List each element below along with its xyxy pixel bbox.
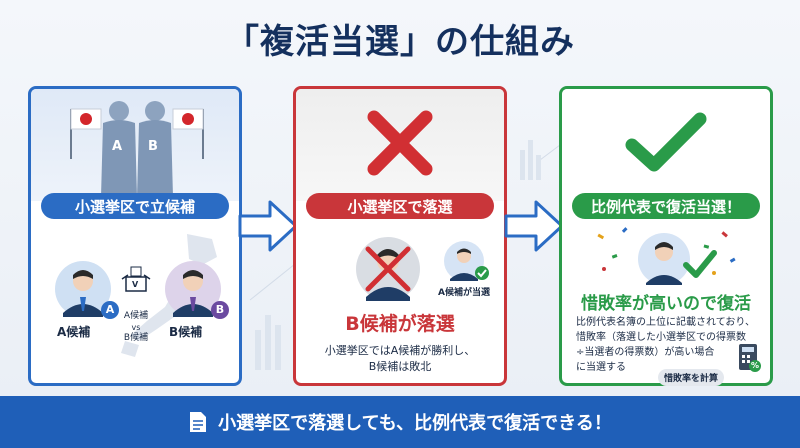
candidate-a-badge: A <box>101 301 119 319</box>
document-icon <box>190 412 207 432</box>
defeat-desc-line2: B候補は敗北 <box>368 360 432 373</box>
check-badge-icon <box>475 266 489 280</box>
defeat-desc-line1: 小選挙区ではA候補が勝利し、 <box>324 344 476 357</box>
check-icon <box>625 112 707 172</box>
candidate-b-badge: B <box>211 301 229 319</box>
check-icon <box>683 250 717 278</box>
panel-defeat-banner: 小選挙区で落選 <box>306 193 494 219</box>
revival-desc-line1: 比例代表名簿の上位に記載されており、 <box>576 317 755 328</box>
calculator-icon <box>739 344 761 372</box>
person-a-letter: A <box>112 139 123 154</box>
person-b-silhouette <box>137 101 173 197</box>
ballot-box-icon <box>121 266 151 292</box>
japan-flag-icon <box>70 108 102 159</box>
panel-candidacy: A B 小選挙区で立候補 A B V A候補 vs B候補 A候補 B候補 <box>28 86 242 386</box>
winner-avatar-icon <box>444 241 484 281</box>
arrow-right-icon <box>238 200 298 252</box>
defeat-result: B候補が落選 <box>345 313 455 335</box>
candidate-b-label: B候補 <box>169 325 203 339</box>
person-a-silhouette <box>101 101 137 197</box>
revival-description: 比例代表名簿の上位に記載されており、 惜敗率（落選した小選挙区での得票数 ÷当選… <box>576 315 762 375</box>
footer-text: 小選挙区で落選しても、比例代表で復活できる！ <box>218 413 612 434</box>
panel-candidacy-banner: 小選挙区で立候補 <box>41 193 229 219</box>
revival-desc-line3: ÷当選者の得票数）が高い場合 <box>576 347 715 358</box>
panel-revival-banner: 比例代表で復活当選！ <box>572 193 760 219</box>
revival-desc-line2: 惜敗率（落選した小選挙区での得票数 <box>576 332 746 343</box>
revival-result: 惜敗率が高いので復活 <box>581 294 751 314</box>
vs-mid: vs <box>131 323 141 332</box>
arrow-right-icon <box>504 200 564 252</box>
vs-top: A候補 <box>123 311 149 321</box>
cross-icon <box>367 110 433 176</box>
japan-flag-icon <box>172 108 204 159</box>
revived-avatar-icon <box>638 233 690 285</box>
confetti-icon <box>597 227 736 275</box>
winner-tag: A候補が当選 <box>438 288 490 298</box>
candidates-illustration <box>70 101 204 197</box>
candidate-avatar-icon <box>165 261 221 317</box>
vs-label: A候補 vs B候補 <box>115 311 157 344</box>
ballot-check-mark: V <box>132 280 139 289</box>
candidate-avatar-icon <box>55 261 111 317</box>
panel-defeat: 小選挙区で落選 A候補が当選 B候補が落選 小選挙区ではA候補が勝利し、 B候補… <box>293 86 507 386</box>
vs-bottom: B候補 <box>123 333 149 343</box>
calc-percent: % <box>751 361 760 370</box>
person-b-letter: B <box>148 139 158 154</box>
panel-revival: 比例代表で復活当選！ 惜敗率が高いので復活 比例代表名簿の上位に記載されており、… <box>559 86 773 386</box>
crossed-avatar-icon <box>356 237 420 301</box>
candidate-a-label: A候補 <box>57 325 91 339</box>
footer-banner: 小選挙区で落選しても、比例代表で復活できる！ <box>0 396 800 448</box>
revival-desc-line4: に当選する <box>576 362 626 373</box>
calc-label: 惜敗率を計算 <box>658 369 725 386</box>
page-title: 「複活当選」の仕組み <box>225 22 575 62</box>
defeat-description: 小選挙区ではA候補が勝利し、 B候補は敗北 <box>296 343 504 375</box>
